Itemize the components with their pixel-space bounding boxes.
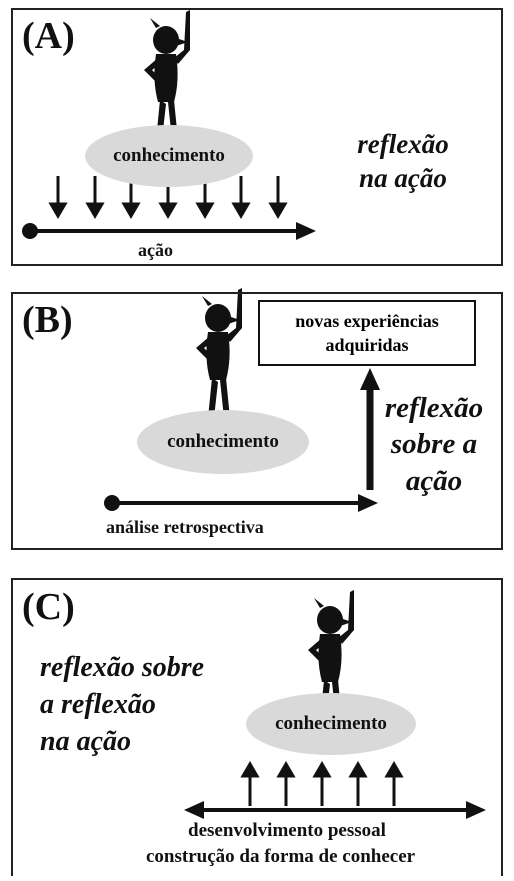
reflection-on-reflection-line2: a reflexão (40, 688, 156, 720)
panel-c-label: (C) (22, 586, 75, 628)
reflection-on-action-text: reflexão sobre a ação (378, 390, 490, 499)
panel-c (11, 578, 503, 876)
development-axis-label-1: desenvolvimento pessoal (188, 820, 386, 841)
panel-b-label: (B) (22, 299, 73, 341)
development-axis-c (184, 801, 486, 819)
retrospective-axis-b (104, 494, 378, 512)
knowledge-ellipse-c: conhecimento (246, 693, 416, 755)
new-experiences-line1: novas experiências (295, 310, 439, 331)
reflection-in-action-line2: na ação (359, 162, 447, 193)
knowledge-label-c: conhecimento (275, 713, 387, 734)
knowledge-ellipse-a: conhecimento (85, 125, 253, 187)
action-axis-a (22, 222, 316, 240)
reflection-on-reflection-line3: na ação (40, 725, 131, 757)
knowledge-label-a: conhecimento (113, 145, 225, 166)
reflection-on-action-line3: ação (405, 464, 463, 497)
reflection-in-action-text: reflexão na ação (318, 128, 488, 196)
reflection-in-action-line1: reflexão (357, 129, 449, 159)
new-experiences-box: novas experiências adquiridas (258, 300, 476, 366)
down-arrows-a (48, 176, 288, 219)
up-arrow-b (360, 368, 380, 490)
panel-a-label: (A) (22, 15, 75, 57)
reflection-on-action-line1: reflexão (384, 392, 484, 424)
up-arrows-c (240, 761, 404, 806)
development-axis-label-2: construção da forma de conhecer (146, 846, 416, 867)
action-axis-label-a: ação (138, 240, 173, 260)
reflection-on-reflection-line1: reflexão sobre (40, 652, 205, 683)
reflection-on-reflection-text: reflexão sobre a reflexão na ação (40, 650, 270, 761)
retrospective-axis-label: análise retrospectiva (106, 517, 264, 537)
knowledge-label-b: conhecimento (167, 431, 279, 452)
panel-b (11, 292, 503, 550)
reflection-on-action-line2: sobre a (390, 428, 478, 461)
new-experiences-line2: adquiridas (325, 335, 409, 355)
panel-a (11, 8, 503, 266)
knowledge-ellipse-b: conhecimento (137, 410, 309, 474)
